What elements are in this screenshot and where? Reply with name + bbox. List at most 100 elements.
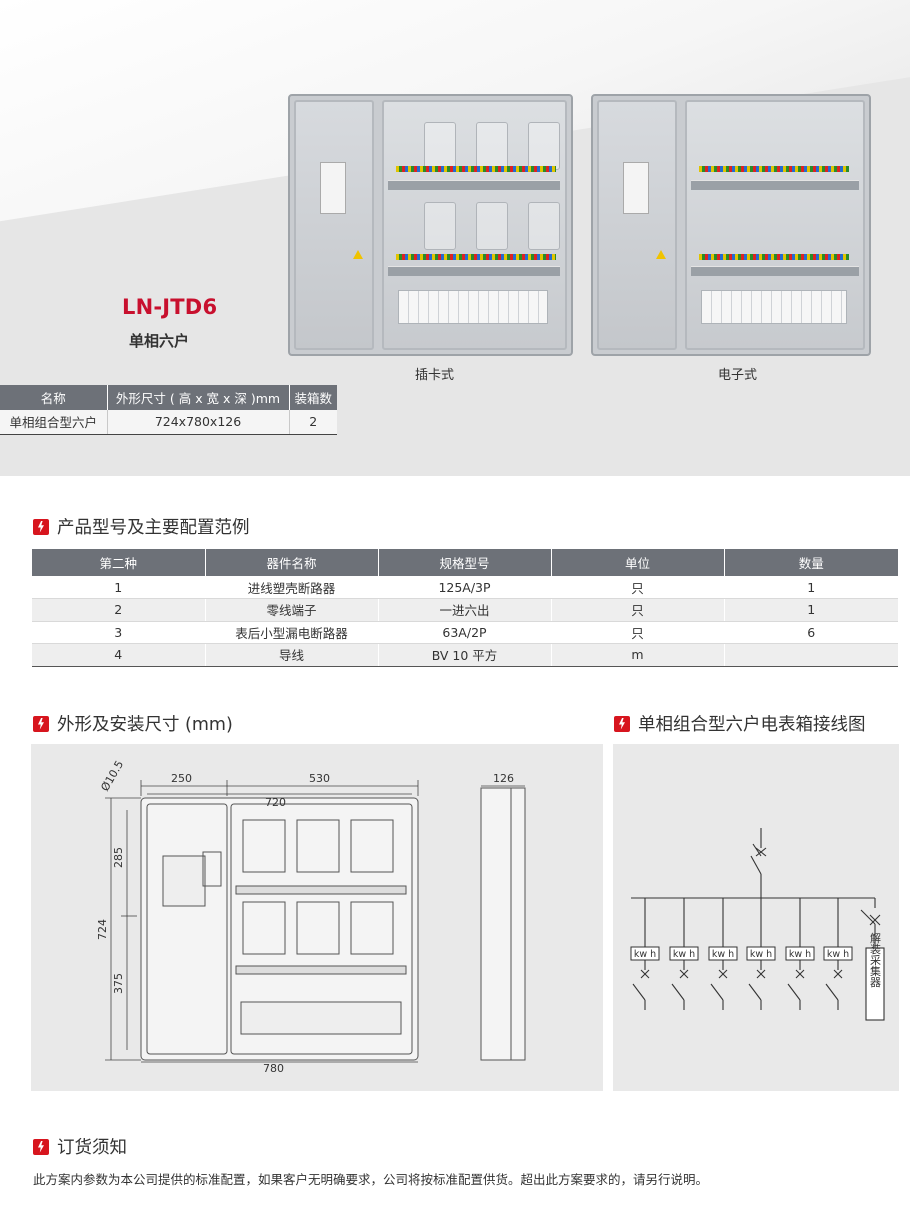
main-breaker [623,162,649,214]
table-cell: 2 [32,598,206,622]
product-photo-electronic-type [591,94,871,356]
table-cell: 表后小型漏电断路器 [205,621,379,644]
meter-slot [476,202,508,250]
right-door [685,100,865,350]
table-row: 4 导线 BV 10 平方 m [32,643,898,667]
spec-table: 名称 外形尺寸 ( 高 x 宽 x 深 )mm 装箱数 单相组合型六户 724x… [0,385,337,435]
product-subtitle: 单相六户 [129,332,190,350]
wiring-section-title: 单相组合型六户电表箱接线图 [614,711,866,736]
notice-section-title: 订货须知 [33,1134,127,1159]
config-header: 第二种 [32,549,206,576]
product-code: LN-JTD6 [122,295,218,319]
mcb-row [398,290,548,324]
dim-780: 780 [263,1062,284,1075]
warning-icon [656,250,666,259]
spec-cell-name: 单相组合型六户 [0,410,108,435]
notice-text: 此方案内参数为本公司提供的标准配置，如果客户无明确要求，公司将按标准配置供货。超… [33,1172,709,1187]
caption-card-type: 插卡式 [415,368,455,383]
meter-slot [424,202,456,250]
table-row: 1 进线塑壳断路器 125A/3P 只 1 [32,576,898,599]
dim-285: 285 [112,847,125,868]
switch-blade [787,983,801,1001]
wire-bundle [699,254,849,260]
hero-banner: 插卡式 电子式 LN-JTD6 单相六户 名称 外形尺寸 ( 高 x 宽 x 深… [0,0,910,476]
table-cell: 只 [551,621,725,644]
kwh-meter-label: kw h [750,949,772,960]
table-cell: 1 [724,598,898,622]
dim-375: 375 [112,973,125,994]
config-header: 数量 [724,549,898,576]
wire-bundle [699,166,849,172]
wire-bundle [396,254,556,260]
kwh-meter-label: kw h [789,949,811,960]
dim-530: 530 [309,772,330,785]
table-cell: 零线端子 [205,598,379,622]
table-cell: 63A/2P [378,621,552,644]
dimension-title-text: 外形及安装尺寸 (mm) [57,715,233,735]
left-door [294,100,374,350]
config-table: 第二种 器件名称 规格型号 单位 数量 1 进线塑壳断路器 125A/3P 只 … [32,549,898,667]
bolt-icon [33,1138,49,1155]
din-rail [691,180,859,190]
mcb-row [701,290,847,324]
config-header: 器件名称 [205,549,379,576]
notice-title-text: 订货须知 [57,1138,127,1158]
caption-electronic-type: 电子式 [718,368,758,383]
dimension-section-title: 外形及安装尺寸 (mm) [33,711,233,736]
table-cell: 只 [551,576,725,599]
left-door [597,100,677,350]
config-header: 规格型号 [378,549,552,576]
breaker-cross [640,969,650,979]
table-cell: BV 10 平方 [378,643,552,667]
kwh-meter-label: kw h [634,949,656,960]
kwh-meter-label: kw h [712,949,734,960]
spec-cell-size: 724x780x126 [107,410,290,435]
table-cell: 进线塑壳断路器 [205,576,379,599]
switch-blade [825,983,839,1001]
kwh-meter-label: kw h [673,949,695,960]
breaker-cross [679,969,689,979]
bolt-icon [33,518,49,535]
hole-diameter-label: Ø10.5 [98,758,126,793]
dimension-drawing-panel: Ø10.5 250 530 720 780 285 724 375 126 [31,744,603,1091]
kwh-meter-label: kw h [827,949,849,960]
din-rail [691,266,859,276]
dim-724: 724 [96,919,109,940]
switch-blade [671,983,685,1001]
din-rail [388,180,560,190]
dim-126: 126 [493,772,514,785]
config-section-title: 产品型号及主要配置范例 [33,514,250,539]
table-cell: 1 [32,576,206,599]
breaker-cross [756,969,766,979]
table-cell: 只 [551,598,725,622]
table-cell: 4 [32,643,206,667]
table-row: 3 表后小型漏电断路器 63A/2P 只 6 [32,621,898,644]
meter-branches: kw h kw h kw h kw h kw h kw h [630,898,853,1010]
table-cell: 一进六出 [378,598,552,622]
spec-cell-qty: 2 [289,410,337,435]
spec-header-size: 外形尺寸 ( 高 x 宽 x 深 )mm [107,385,290,410]
wire-bundle [396,166,556,172]
switch-blade [748,983,762,1001]
table-cell: 3 [32,621,206,644]
table-cell: 导线 [205,643,379,667]
meter-slot [424,122,456,170]
main-breaker [320,162,346,214]
din-rail [388,266,560,276]
config-title-text: 产品型号及主要配置范例 [57,518,250,538]
spec-header-name: 名称 [0,385,108,410]
table-row: 2 零线端子 一进六出 只 1 [32,598,898,622]
dimension-drawing: Ø10.5 250 530 720 780 285 724 375 126 [96,758,526,1075]
config-header: 单位 [551,549,725,576]
bolt-icon [33,715,49,732]
table-cell [724,643,898,667]
product-photo-card-type [288,94,573,356]
spec-header-qty: 装箱数 [289,385,337,410]
table-cell: 1 [724,576,898,599]
meter-slot [528,122,560,170]
bolt-icon [614,715,630,732]
breaker-cross [833,969,843,979]
breaker-cross [795,969,805,979]
